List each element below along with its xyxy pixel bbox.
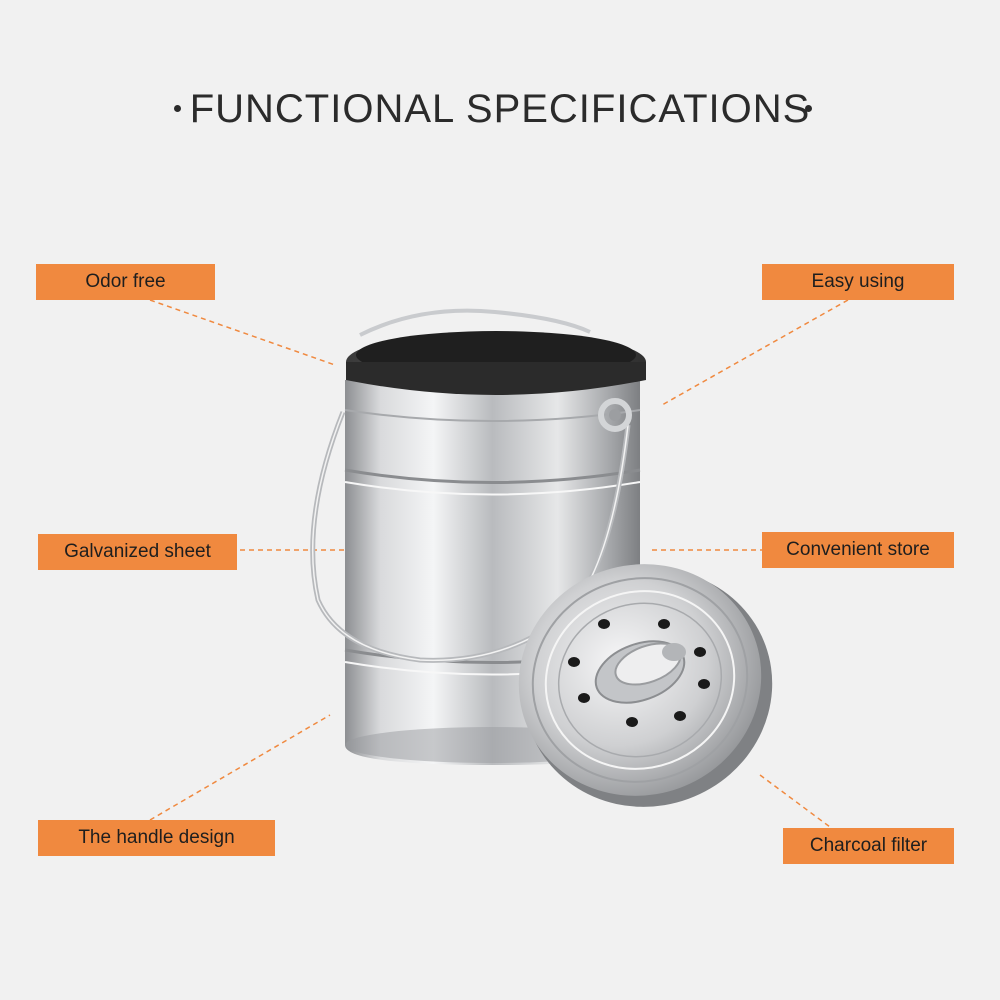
tag-convenient-store: Convenient store [762, 532, 954, 568]
tag-charcoal-filter: Charcoal filter [783, 828, 954, 864]
title-row: FUNCTIONAL SPECIFICATIONS [0, 84, 1000, 134]
bullet-right-icon [805, 105, 812, 112]
tag-handle-design: The handle design [38, 820, 275, 856]
bin-rim [346, 331, 646, 395]
lid-knob [594, 640, 686, 704]
inner-handle [359, 308, 591, 337]
page-title: FUNCTIONAL SPECIFICATIONS [189, 87, 811, 131]
leader-easy-using [661, 299, 849, 406]
leader-lines [149, 299, 849, 828]
tag-easy-using: Easy using [762, 264, 954, 300]
leader-handle-design [149, 714, 331, 821]
bullet-left-icon [174, 105, 181, 112]
leader-charcoal-filter [759, 774, 831, 828]
vent-holes [568, 619, 710, 727]
tag-odor-free: Odor free [36, 264, 215, 300]
lid [518, 564, 773, 807]
bail-handle [310, 398, 632, 663]
leader-odor-free [149, 299, 336, 366]
tag-galvanized-sheet: Galvanized sheet [38, 534, 237, 570]
